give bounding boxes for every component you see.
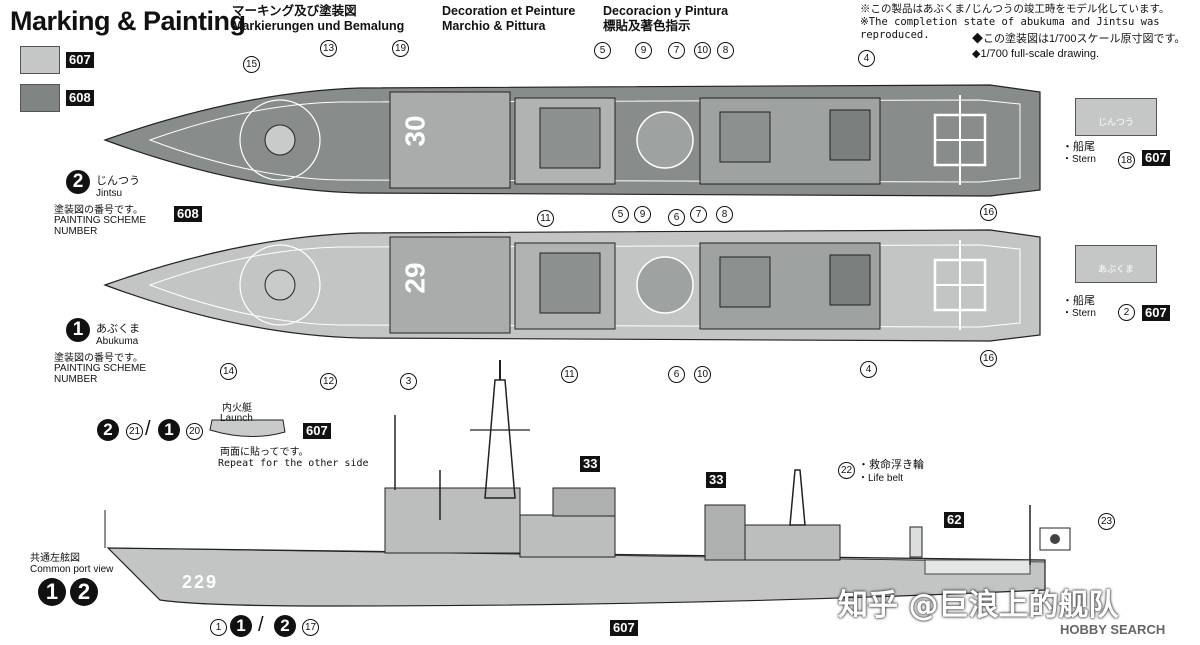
- repeat-en: Repeat for the other side: [218, 458, 369, 469]
- callout: 14: [220, 363, 237, 380]
- repeat-jp: 両面に貼ってです。: [220, 447, 309, 458]
- callout: 4: [858, 50, 875, 67]
- callout-20: 20: [186, 423, 203, 440]
- scale-note: ◆この塗装図は1/700スケール原寸図です。◆1/700 full-scale …: [972, 33, 1186, 60]
- port-view-en: Common port view: [30, 564, 114, 575]
- abukuma-name-jp: あぶくま: [96, 322, 140, 335]
- jintsu-scheme-number: 2: [66, 170, 90, 194]
- port-side-view: [104, 360, 1071, 607]
- callout: 6: [668, 366, 685, 383]
- abukuma-scheme-jp: 塗装図の番号です。: [54, 353, 143, 364]
- jintsu-scheme-jp: 塗装図の番号です。: [54, 205, 143, 216]
- launch-ship-a: 2: [97, 419, 119, 441]
- jintsu-deck-code: 608: [174, 206, 202, 222]
- abukuma-name-en: Abukuma: [96, 336, 139, 347]
- callout-17: 17: [302, 619, 319, 636]
- code-62: 62: [944, 512, 965, 528]
- callout: 8: [716, 206, 733, 223]
- launch-boat: [209, 419, 286, 438]
- abukuma-stern-en: ・Stern: [1062, 308, 1096, 319]
- callout: 9: [634, 206, 651, 223]
- abukuma-stern-plate: あぶくま: [1075, 245, 1157, 283]
- launch-jp: 内火艇: [222, 403, 252, 414]
- callout: 16: [980, 350, 997, 367]
- callout-18: 18: [1118, 152, 1135, 169]
- callout-2: 2: [1118, 304, 1135, 321]
- jintsu-name-jp: じんつう: [96, 174, 140, 187]
- production-note: ※この製品はあぶくま/じんつうの竣工時をモデル化しています。※The compl…: [860, 3, 1170, 41]
- funnel-code-1: 33: [580, 456, 601, 472]
- jintsu-stern-jp: ・船尾: [1062, 140, 1095, 153]
- jintsu-stern-code: 607: [1142, 150, 1170, 166]
- port-view-jp: 共通左舷図: [30, 553, 80, 564]
- callout: 7: [690, 206, 707, 223]
- zhihu-watermark: 知乎 @巨浪上的舰队: [838, 588, 1119, 623]
- abukuma-stern-jp: ・船尾: [1062, 294, 1095, 307]
- callout-22: 22: [838, 462, 855, 479]
- bottom-separator: /: [258, 614, 264, 636]
- callout: 11: [561, 366, 578, 383]
- bottom-ship-1: 1: [230, 615, 252, 637]
- abukuma-scheme-number: 1: [66, 318, 90, 342]
- callout: 13: [320, 40, 337, 57]
- hull-code: 607: [610, 620, 638, 636]
- jintsu-stern-en: ・Stern: [1062, 154, 1096, 165]
- callout: 12: [320, 373, 337, 390]
- lifebelt-en: ・Life belt: [858, 473, 904, 484]
- callout: 5: [594, 42, 611, 59]
- code-608: 608: [66, 90, 94, 106]
- callout-21: 21: [126, 423, 143, 440]
- lifebelt-jp: ・救命浮き輪: [858, 458, 924, 471]
- callout-23: 23: [1098, 513, 1115, 530]
- callout: 15: [243, 56, 260, 73]
- launch-ship-b: 1: [158, 419, 180, 441]
- callout: 10: [694, 366, 711, 383]
- swatch-607: [20, 46, 60, 74]
- callout: 10: [694, 42, 711, 59]
- abukuma-deck-number: 29: [399, 262, 431, 294]
- callout: 7: [668, 42, 685, 59]
- launch-code: 607: [303, 423, 331, 439]
- callout: 4: [860, 361, 877, 378]
- callout: 5: [612, 206, 629, 223]
- callout: 19: [392, 40, 409, 57]
- launch-separator: /: [145, 418, 151, 440]
- code-607: 607: [66, 52, 94, 68]
- callout: 8: [717, 42, 734, 59]
- callout: 11: [537, 210, 554, 227]
- abukuma-top-view: [103, 229, 1041, 342]
- side-hull-number: 229: [182, 572, 219, 592]
- callout-1: 1: [210, 619, 227, 636]
- jintsu-name-en: Jintsu: [96, 188, 123, 199]
- abukuma-stern-code: 607: [1142, 305, 1170, 321]
- port-view-ship-2: 2: [70, 578, 98, 606]
- launch-en: Launch: [220, 413, 253, 424]
- callout: 6: [668, 209, 685, 226]
- callout: 16: [980, 204, 997, 221]
- callout: 9: [635, 42, 652, 59]
- page-title: Marking & Painting: [10, 6, 246, 36]
- hobbysearch-watermark: HOBBY SEARCH: [1060, 622, 1166, 637]
- bottom-ship-2: 2: [274, 615, 296, 637]
- callout: 3: [400, 373, 417, 390]
- jintsu-deck-number: 30: [399, 115, 431, 147]
- port-view-ship-1: 1: [38, 578, 66, 606]
- jintsu-top-view: [103, 84, 1041, 197]
- swatch-608: [20, 84, 60, 112]
- funnel-code-2: 33: [706, 472, 727, 488]
- jintsu-stern-plate: じんつう: [1075, 98, 1157, 136]
